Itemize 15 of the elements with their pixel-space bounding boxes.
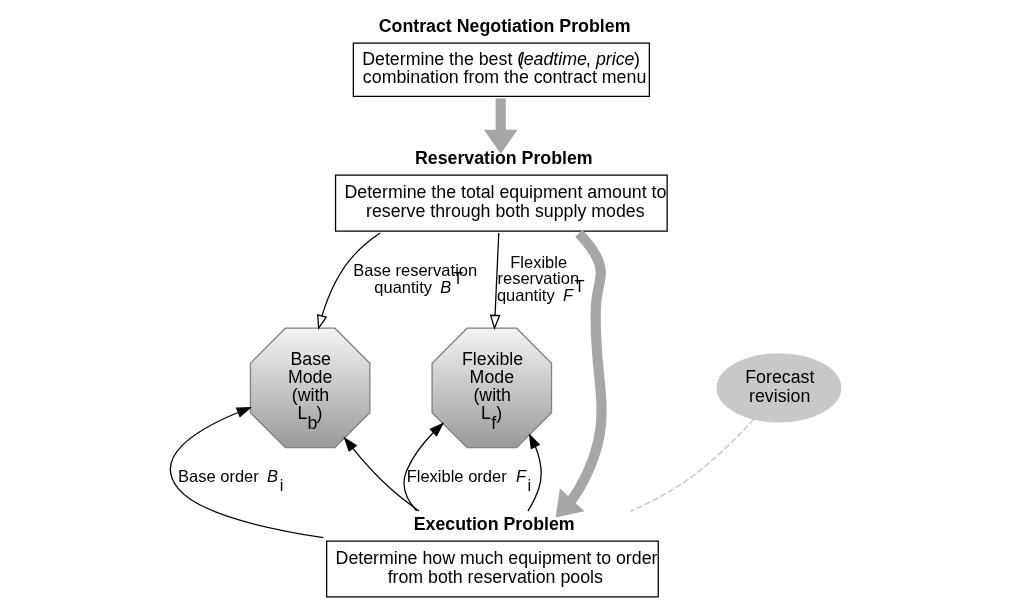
arrow bbox=[527, 433, 542, 512]
node-box: Determine the total equipment amount to reserve through both supply modes bbox=[334, 174, 668, 232]
arrow bbox=[169, 407, 325, 539]
arrow bbox=[555, 229, 607, 518]
arrow bbox=[489, 232, 501, 331]
node-label: Contract Negotiation Problem bbox=[378, 15, 631, 36]
node-box: Determine how much equipment to order from both reservation pools bbox=[326, 540, 659, 598]
arrow bbox=[483, 98, 518, 154]
node-label: Reservation Problem bbox=[414, 147, 593, 168]
node-ellipse: Forecast revision bbox=[716, 353, 842, 423]
connector bbox=[629, 418, 755, 512]
arrow bbox=[403, 422, 445, 512]
arrow bbox=[317, 232, 381, 331]
arrow bbox=[343, 436, 420, 512]
node-label: Execution Problem bbox=[413, 513, 575, 534]
